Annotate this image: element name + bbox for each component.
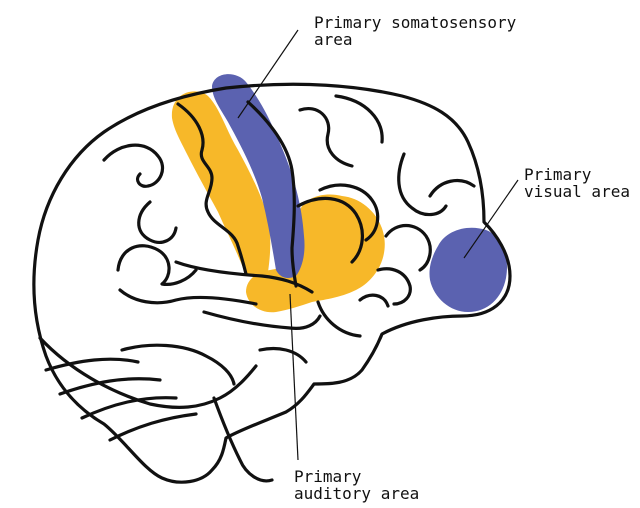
cerebellum-fold-3	[82, 398, 176, 418]
somatosensory-label-line-1: Primary somatosensory	[314, 14, 516, 31]
cerebellum-fold-4	[110, 414, 196, 440]
auditory-label-line-1: Primary	[294, 468, 419, 485]
sulcus-occipital-2	[386, 226, 430, 271]
highlight-regions	[172, 74, 507, 312]
somatosensory-area-label: Primary somatosensory area	[314, 14, 516, 48]
sulcus-temporal-3	[204, 312, 320, 328]
sulcus-occipital-4	[360, 295, 388, 306]
auditory-pointer-line	[290, 294, 298, 460]
sulcus-parietal-3	[399, 154, 446, 215]
visual-label-line-2: visual area	[524, 183, 630, 200]
somatosensory-label-line-2: area	[314, 31, 516, 48]
sulcus-temporal-4	[318, 302, 360, 336]
sulcus-occipital-1	[430, 181, 474, 196]
sulcus-parietal-1	[300, 109, 352, 166]
sulcus-temporal-2	[120, 290, 256, 304]
cerebellum-fold-2	[60, 379, 160, 394]
brainstem-outline	[214, 398, 272, 481]
visual-region-highlight	[429, 228, 507, 312]
somatosensory-pointer-line	[238, 30, 298, 118]
visual-label-line-1: Primary	[524, 166, 630, 183]
sulcus-lower-2	[260, 349, 306, 363]
sulcus-parietal-2	[336, 96, 382, 142]
visual-area-label: Primary visual area	[524, 166, 630, 200]
sulcus-frontal-2	[139, 202, 176, 242]
cerebellum-fold-1	[46, 359, 138, 370]
sulcus-frontal-1	[104, 145, 163, 186]
auditory-label-line-2: auditory area	[294, 485, 419, 502]
auditory-area-label: Primary auditory area	[294, 468, 419, 502]
